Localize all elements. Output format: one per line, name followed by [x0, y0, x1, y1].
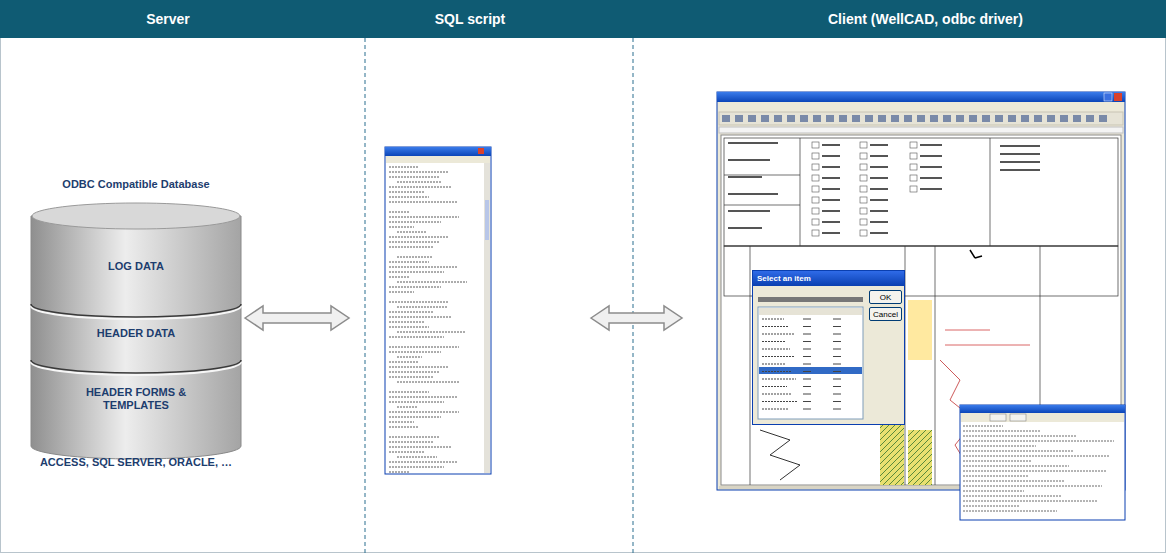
log-window — [960, 405, 1125, 520]
button-label: OK — [880, 293, 892, 302]
database-title: ODBC Compatible Database — [30, 178, 242, 190]
dialog-title: Select an item — [753, 271, 904, 286]
divider — [633, 38, 634, 553]
column-region: SQL script — [352, 0, 588, 553]
column-region: ServerODBC Compatible DatabaseLOG DATA HE… — [0, 0, 336, 553]
dialog-button: Cancel — [869, 307, 902, 321]
notepad-screenshot — [385, 147, 491, 474]
layer-label: LOG DATA — [108, 260, 164, 273]
dialog-button: OK — [869, 290, 902, 304]
dialog-window: Select an itemOK Cancel — [752, 270, 905, 425]
button-label: Cancel — [873, 310, 898, 319]
database-layer: HEADER FORMS & TEMPLATES — [30, 364, 242, 434]
database-layer: LOG DATA — [30, 230, 242, 302]
database-types-label: ACCESS, SQL SERVER, ORACLE, … — [30, 456, 242, 468]
divider — [365, 38, 366, 553]
layer-label: HEADER FORMS & TEMPLATES — [61, 386, 211, 412]
column-title: Client (WellCAD, odbc driver) — [685, 0, 1166, 38]
database-layer: HEADER DATA — [30, 308, 242, 358]
database-cylinder: ODBC Compatible DatabaseLOG DATA HEADER D… — [30, 178, 242, 460]
header-bar — [0, 0, 1166, 38]
double-arrow — [245, 306, 349, 330]
double-arrow — [591, 306, 682, 330]
layer-label: HEADER DATA — [97, 327, 175, 340]
column-title: SQL script — [352, 0, 588, 38]
column-title: Server — [0, 0, 336, 38]
column-region: Client (WellCAD, odbc driver) Select an i… — [685, 0, 1166, 553]
